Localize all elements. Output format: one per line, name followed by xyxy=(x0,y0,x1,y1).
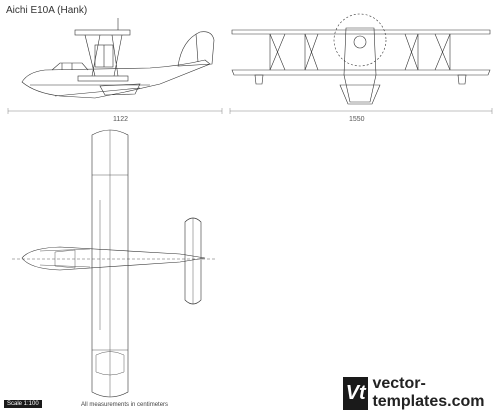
brand-site-name: vector-templates.com xyxy=(372,375,485,410)
front-view xyxy=(229,13,493,114)
drawing-title: Aichi E10A (Hank) xyxy=(6,5,88,16)
wingspan-label: 1550 xyxy=(349,116,365,123)
scale-badge: Scale 1:100 xyxy=(4,400,42,408)
side-view xyxy=(7,18,223,114)
side-length-label: 1122 xyxy=(113,116,129,123)
top-view xyxy=(12,129,215,398)
brand-watermark: Vt vector-templates.com xyxy=(343,375,500,411)
measurement-note: All measurements in centimeters xyxy=(81,402,169,408)
vt-logo-icon: Vt xyxy=(343,376,369,410)
